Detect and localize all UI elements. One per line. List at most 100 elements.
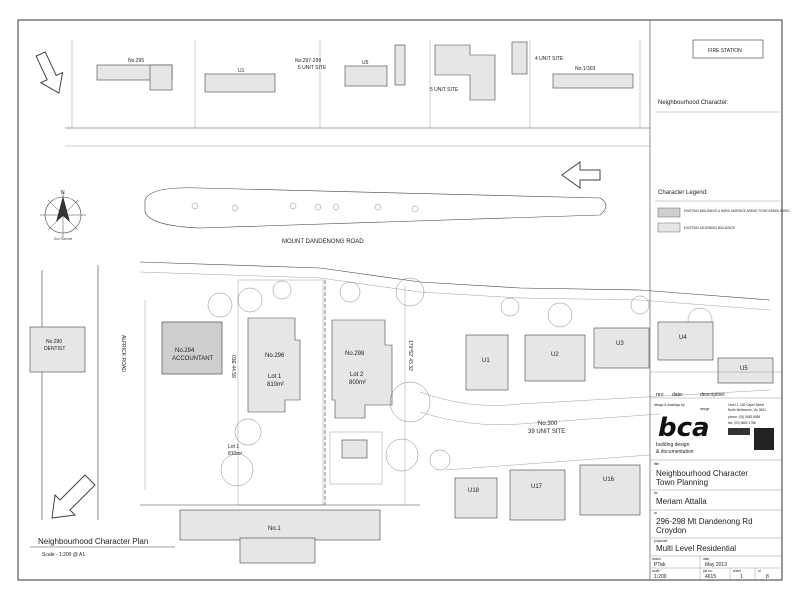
legend-heading: Character Legend:	[658, 190, 708, 196]
svg-text:PTab: PTab	[654, 562, 666, 568]
north-point: N Sun Summer	[40, 190, 86, 241]
label-no1: No.1	[268, 526, 281, 532]
label-lot1-area: 810m²	[267, 382, 284, 388]
label-lot1-lower: Lot 1	[228, 444, 239, 450]
label-5-unit-site-b: 5 UNIT SITE	[430, 87, 459, 93]
svg-text:U1: U1	[238, 68, 245, 74]
svg-text:U16: U16	[603, 477, 615, 483]
design-by-label: design & drawings by:	[654, 403, 685, 407]
label-accountant: ACCOUNTANT	[172, 356, 214, 362]
building-no298	[331, 319, 393, 419]
svg-text:phone: (03) 9682 6655: phone: (03) 9682 6655	[728, 415, 760, 419]
label-no300: No.300	[538, 421, 558, 427]
svg-text:May 2013: May 2013	[705, 562, 727, 568]
site-address-1: 296-298 Mt Dandenong Rd	[656, 517, 753, 526]
building-5-unit-site	[434, 44, 496, 101]
svg-text:rev:: rev:	[656, 392, 664, 398]
svg-text:U4: U4	[679, 335, 687, 341]
svg-text:at: at	[654, 511, 657, 515]
label-dentist: DENTIST	[44, 346, 65, 352]
svg-text:North Melbourne, Vic 3051: North Melbourne, Vic 3051	[728, 408, 766, 412]
building-no290-dentist	[29, 326, 86, 373]
svg-text:date: date	[703, 557, 709, 561]
info-panel: Neighbourhood Character: Character Legen…	[649, 20, 790, 580]
direction-arrow-mid-right	[561, 161, 601, 189]
brand-tagline-2: & documentation	[656, 449, 694, 455]
svg-text:design: design	[700, 407, 710, 411]
label-no297-299: No.297-299	[295, 58, 321, 64]
building-u16	[579, 464, 641, 516]
legend-swatch-demolish	[657, 207, 681, 218]
road-name-mount-dandenong: MOUNT DANDENONG ROAD	[282, 239, 364, 245]
road-name-alfrick: ALFRICK ROAD	[120, 335, 126, 372]
building-u2	[524, 334, 586, 382]
label-no295: No.295	[128, 58, 144, 64]
direction-arrow-top-left	[35, 51, 64, 94]
building-u17	[509, 469, 566, 521]
svg-text:fax: (03) 9682 4788: fax: (03) 9682 4788	[728, 421, 756, 425]
drawing-title-1: Neighbourhood Character	[656, 469, 748, 478]
svg-text:for: for	[654, 491, 659, 495]
building-no294-accountant	[161, 321, 223, 375]
sheet-border	[17, 19, 783, 581]
label-fire-station: FIRE STATION	[708, 48, 742, 54]
label-39-unit-site: 39 UNIT SITE	[528, 429, 565, 435]
label-lot1: Lot 1	[268, 374, 282, 380]
building-u18	[454, 477, 498, 519]
client-name: Meriam Attalla	[656, 497, 707, 506]
svg-text:sheet: sheet	[733, 569, 741, 573]
svg-text:scale: scale	[652, 569, 660, 573]
svg-text:U17: U17	[531, 484, 543, 490]
building-u4	[657, 321, 714, 361]
legend-label-demolish: EXISTING BUILDINGS & HARD SURFACE AREAS …	[684, 209, 790, 213]
brand-tagline-1: building design	[656, 442, 690, 448]
building-no1-303	[552, 73, 634, 89]
svg-text:title: title	[654, 462, 659, 466]
svg-text:U1: U1	[482, 358, 490, 364]
building-u1-top	[204, 73, 276, 93]
site-address-2: Croydon	[656, 526, 686, 535]
top-row-properties: No.295 No.297-299 5 UNIT SITE U1 U5 5 UN…	[65, 39, 764, 147]
plan-scale: Scale - 1:200 @ A1	[42, 552, 85, 558]
svg-text:drawn: drawn	[652, 557, 661, 561]
site-plan: No.290 DENTIST No.294 ACCOUNTANT No.296 …	[29, 261, 774, 564]
label-no1-303: No.1/303	[575, 66, 596, 72]
svg-text:of: of	[758, 569, 761, 573]
label-no290: No.290	[46, 339, 62, 345]
building-u1	[465, 334, 509, 391]
svg-text:1:200: 1:200	[654, 574, 667, 580]
label-lot2-area: 800m²	[349, 380, 366, 386]
plan-title-block: Neighbourhood Character Plan Scale - 1:2…	[30, 537, 175, 558]
building-u5-top	[344, 65, 388, 87]
proposal: Multi Level Residential	[656, 544, 736, 553]
plan-title: Neighbourhood Character Plan	[38, 537, 148, 546]
drawing-title-2: Town Planning	[656, 478, 708, 487]
building-no1	[179, 509, 381, 541]
svg-text:job no.: job no.	[702, 569, 713, 573]
svg-text:U3: U3	[616, 341, 624, 347]
dimension-right: 179°52' 43.32	[407, 340, 413, 371]
svg-text:Level 1, 182 Capel Street: Level 1, 182 Capel Street	[728, 403, 764, 407]
svg-text:U18: U18	[468, 488, 480, 494]
svg-text:description:: description:	[700, 392, 726, 398]
alfrick-road: ALFRICK ROAD	[41, 265, 126, 520]
north-label: N	[61, 190, 65, 196]
legend-label-adjoining: EXISTING ADJOINING BUILDINGS	[684, 226, 735, 230]
panel-heading: Neighbourhood Character:	[658, 100, 729, 106]
svg-text:U2: U2	[551, 352, 559, 358]
svg-text:U5: U5	[740, 366, 748, 372]
building-u5-right	[717, 357, 774, 384]
legend-swatch-adjoining	[657, 222, 681, 233]
svg-text:date:: date:	[672, 392, 683, 398]
direction-arrow-bottom-left	[51, 474, 96, 519]
building-u3	[593, 327, 650, 369]
median-strip	[144, 187, 607, 229]
brand-logo: bca	[658, 413, 710, 443]
svg-text:U5: U5	[362, 60, 369, 66]
building-no296	[247, 317, 301, 413]
label-lot2: Lot 2	[350, 372, 364, 378]
label-5-unit-site: 5 UNIT SITE	[298, 65, 327, 71]
svg-text:proposed: proposed	[654, 539, 668, 543]
label-no296: No.296	[265, 353, 285, 359]
